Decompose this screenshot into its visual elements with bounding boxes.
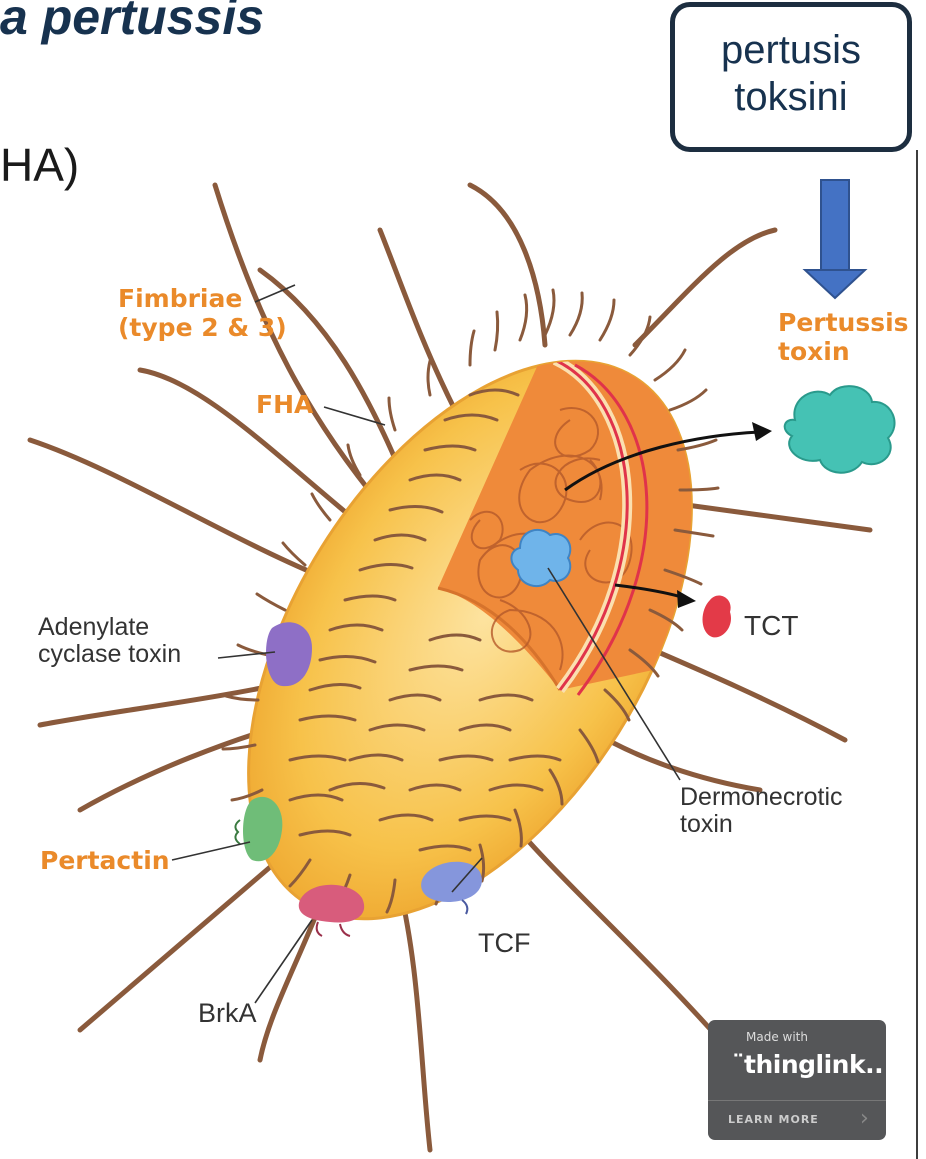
label-fimbriae: Fimbriae (type 2 & 3) xyxy=(118,284,287,342)
label-adenylate-cyclase-toxin: Adenylate cyclase toxin xyxy=(38,614,181,668)
label-dermonecrotic-toxin: Dermonecrotic toxin xyxy=(680,784,843,838)
thinglink-badge[interactable]: Made with ¨thinglink.. LEARN MORE › xyxy=(708,1020,886,1140)
label-tct: TCT xyxy=(744,612,798,639)
callout-box: pertusis toksini xyxy=(670,2,912,152)
label-tcf: TCF xyxy=(478,930,530,957)
callout-line1: pertusis xyxy=(675,27,907,74)
made-with-text: Made with xyxy=(746,1030,808,1044)
thinglink-logo: ¨thinglink.. xyxy=(732,1050,883,1079)
label-pertactin: Pertactin xyxy=(40,846,170,875)
pertussis-toxin-shape xyxy=(785,386,895,473)
chevron-right-icon[interactable]: › xyxy=(860,1106,869,1131)
callout-line2: toksini xyxy=(675,74,907,121)
label-fha: FHA xyxy=(256,390,313,419)
label-pertussis-toxin: Pertussis toxin xyxy=(778,308,909,366)
frame-edge xyxy=(916,150,918,1159)
label-brka: BrkA xyxy=(198,1000,257,1027)
badge-divider xyxy=(708,1100,886,1101)
callout-arrow xyxy=(805,180,865,298)
tct-shape xyxy=(703,596,731,638)
learn-more-link[interactable]: LEARN MORE xyxy=(728,1113,819,1126)
